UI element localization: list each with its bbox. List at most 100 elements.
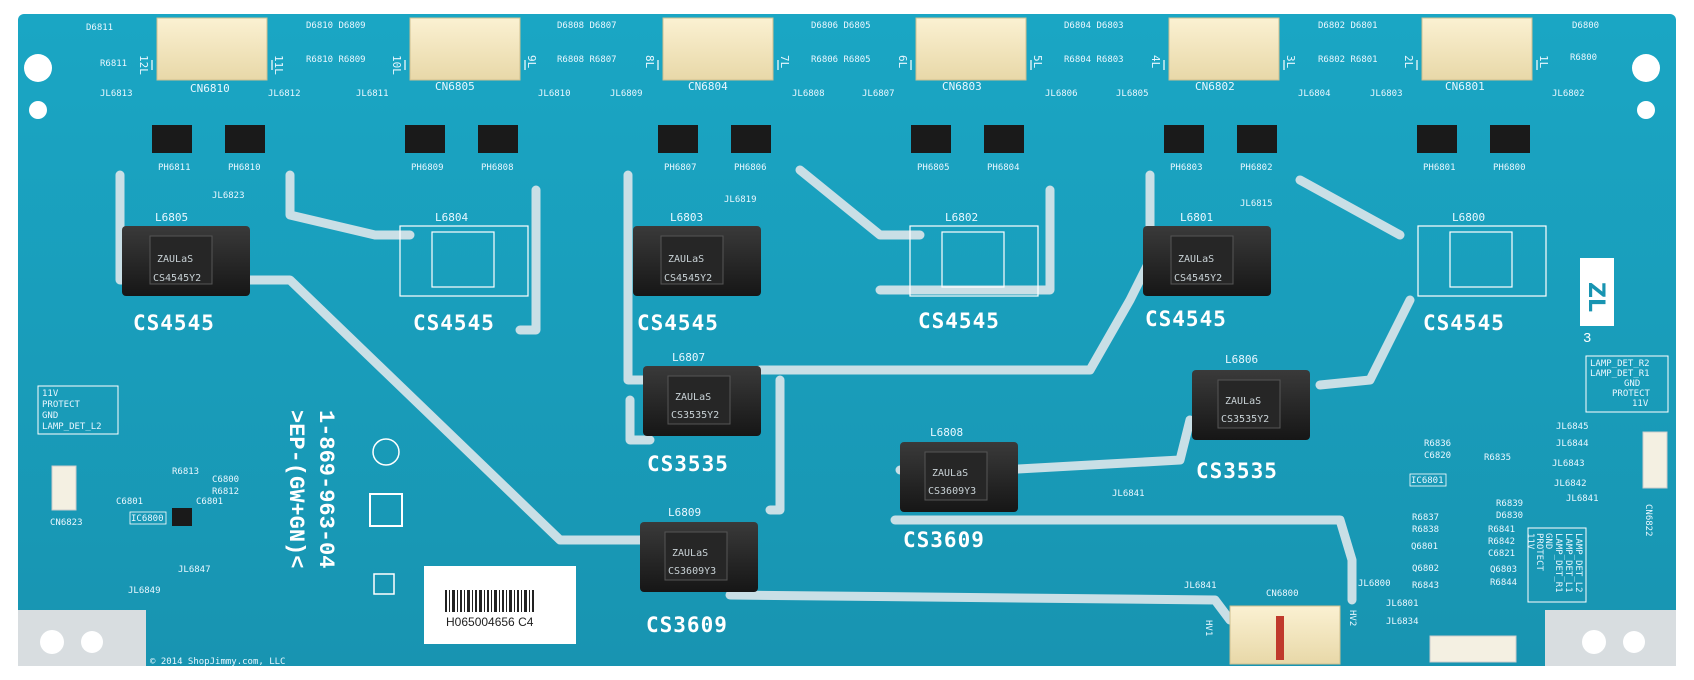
top-connectors — [156, 17, 1533, 81]
svg-text:CS3609Y3: CS3609Y3 — [668, 566, 716, 577]
svg-text:H065004656 C4: H065004656 C4 — [446, 615, 534, 629]
svg-text:11V: 11V — [1525, 533, 1535, 550]
svg-text:Q6801: Q6801 — [1411, 542, 1438, 552]
svg-text:JL6819: JL6819 — [724, 195, 757, 205]
svg-text:JL6815: JL6815 — [1240, 199, 1273, 209]
svg-text:CS3535Y2: CS3535Y2 — [1221, 414, 1269, 425]
svg-text:CS4545Y2: CS4545Y2 — [1174, 273, 1222, 284]
svg-text:CS3609: CS3609 — [646, 613, 728, 637]
svg-text:L6801: L6801 — [1180, 211, 1213, 224]
svg-text:L6808: L6808 — [930, 426, 963, 439]
svg-text:R6808 R6807: R6808 R6807 — [557, 55, 617, 65]
svg-text:Q6803: Q6803 — [1490, 565, 1517, 575]
svg-text:3: 3 — [1583, 331, 1591, 347]
svg-text:PH6800: PH6800 — [1493, 163, 1526, 173]
svg-text:PH6810: PH6810 — [228, 163, 261, 173]
svg-text:PH6807: PH6807 — [664, 163, 697, 173]
svg-text:CN6801: CN6801 — [1445, 80, 1485, 93]
svg-text:CS3535: CS3535 — [647, 452, 729, 476]
svg-text:PH6806: PH6806 — [734, 163, 767, 173]
svg-text:IC6801: IC6801 — [1411, 476, 1444, 486]
connector-outlines — [151, 60, 1538, 70]
svg-text:R6811: R6811 — [100, 59, 127, 69]
svg-text:PH6808: PH6808 — [481, 163, 514, 173]
svg-text:JL6805: JL6805 — [1116, 89, 1149, 99]
svg-text:PH6802: PH6802 — [1240, 163, 1273, 173]
svg-text:ZAULaS: ZAULaS — [1225, 396, 1261, 407]
lower-right-pin-labels: LAMP_DET_L2 LAMP_DET_L1 LAMP_DET_R1 GND … — [1525, 527, 1587, 603]
svg-text:CS4545: CS4545 — [637, 311, 719, 335]
svg-text:LAMP_DET_L2: LAMP_DET_L2 — [42, 422, 102, 432]
svg-text:LAMP_DET_L2: LAMP_DET_L2 — [1573, 533, 1583, 593]
svg-text:ZAULaS: ZAULaS — [157, 254, 193, 265]
svg-text:CN6805: CN6805 — [435, 80, 475, 93]
svg-text:JL6841: JL6841 — [1566, 494, 1599, 504]
svg-text:D6802 D6801: D6802 D6801 — [1318, 21, 1378, 31]
svg-text:JL6804: JL6804 — [1298, 89, 1331, 99]
svg-text:PH6805: PH6805 — [917, 163, 950, 173]
svg-text:JL6806: JL6806 — [1045, 89, 1078, 99]
svg-text:JL6809: JL6809 — [610, 89, 643, 99]
svg-text:CS4545: CS4545 — [1423, 311, 1505, 335]
revision-mark — [372, 438, 400, 466]
svg-text:ZAULaS: ZAULaS — [672, 548, 708, 559]
svg-text:JL6842: JL6842 — [1554, 479, 1587, 489]
logo-mark — [369, 493, 403, 527]
svg-text:PH6801: PH6801 — [1423, 163, 1456, 173]
svg-text:PROTECT: PROTECT — [1534, 533, 1544, 572]
svg-text:L6802: L6802 — [945, 211, 978, 224]
svg-text:CS4545: CS4545 — [918, 309, 1000, 333]
svg-text:HV2: HV2 — [1347, 610, 1357, 626]
svg-text:CS4545Y2: CS4545Y2 — [664, 273, 712, 284]
small-bottom-connector — [1429, 635, 1517, 663]
svg-text:R6836: R6836 — [1424, 439, 1451, 449]
svg-text:D6811: D6811 — [86, 23, 113, 33]
svg-text:>EP-(GW+GN)<: >EP-(GW+GN)< — [283, 410, 308, 568]
svg-text:2L: 2L — [1402, 55, 1415, 69]
svg-text:R6800: R6800 — [1570, 53, 1597, 63]
svg-text:JL6847: JL6847 — [178, 565, 211, 575]
svg-text:CS3609Y3: CS3609Y3 — [928, 486, 976, 497]
svg-text:10L: 10L — [390, 55, 403, 75]
jumper-labels: JL6813 JL6812 JL6811 JL6810 JL6809 JL680… — [100, 89, 1599, 591]
svg-text:PROTECT: PROTECT — [42, 400, 81, 410]
svg-text:GND: GND — [1543, 533, 1553, 549]
svg-text:12L: 12L — [137, 55, 150, 75]
svg-text:7L: 7L — [778, 55, 791, 69]
svg-text:R6812: R6812 — [212, 487, 239, 497]
svg-text:JL6810: JL6810 — [538, 89, 571, 99]
svg-text:CS4545: CS4545 — [1145, 307, 1227, 331]
svg-text:JL6845: JL6845 — [1556, 422, 1589, 432]
connector-labels: CN6810 CN6805 CN6804 CN6803 CN6802 CN680… — [190, 80, 1485, 95]
svg-text:PH6803: PH6803 — [1170, 163, 1203, 173]
transformer-l6802: L6802 CS4545 — [909, 211, 1039, 333]
svg-text:ZAULaS: ZAULaS — [932, 468, 968, 479]
svg-text:CS4545: CS4545 — [413, 311, 495, 335]
right-control-components: R6836 C6820 R6835 IC6801 R6839 D6830 R68… — [1386, 439, 1523, 627]
svg-text:8L: 8L — [643, 55, 656, 69]
svg-text:D6804 D6803: D6804 D6803 — [1064, 21, 1124, 31]
svg-text:R6842: R6842 — [1488, 537, 1515, 547]
svg-text:R6835: R6835 — [1484, 453, 1511, 463]
transformer-l6801: L6801 ZAULaS CS4545Y2 CS4545 — [1143, 211, 1271, 331]
svg-text:C6800: C6800 — [212, 475, 239, 485]
svg-text:D6830: D6830 — [1496, 511, 1523, 521]
bottom-connector: CN6800 HV1 HV2 — [1203, 589, 1357, 665]
svg-text:GND: GND — [1624, 379, 1640, 389]
svg-text:GND: GND — [42, 411, 58, 421]
svg-text:C6820: C6820 — [1424, 451, 1451, 461]
svg-text:LAMP_DET_R1: LAMP_DET_R1 — [1590, 369, 1650, 379]
transformer-l6804: L6804 CS4545 — [399, 211, 529, 335]
copper-traces — [115, 165, 1415, 625]
svg-text:CS4545Y2: CS4545Y2 — [153, 273, 201, 284]
svg-text:11V: 11V — [1632, 399, 1649, 409]
svg-text:R6838: R6838 — [1412, 525, 1439, 535]
corner-pads — [18, 610, 1676, 666]
svg-text:PROTECT: PROTECT — [1612, 389, 1651, 399]
svg-text:HV1: HV1 — [1203, 620, 1213, 636]
svg-text:R6839: R6839 — [1496, 499, 1523, 509]
svg-text:5L: 5L — [1031, 55, 1044, 69]
svg-text:D6806 D6805: D6806 D6805 — [811, 21, 871, 31]
svg-text:CN6800: CN6800 — [1266, 589, 1299, 599]
